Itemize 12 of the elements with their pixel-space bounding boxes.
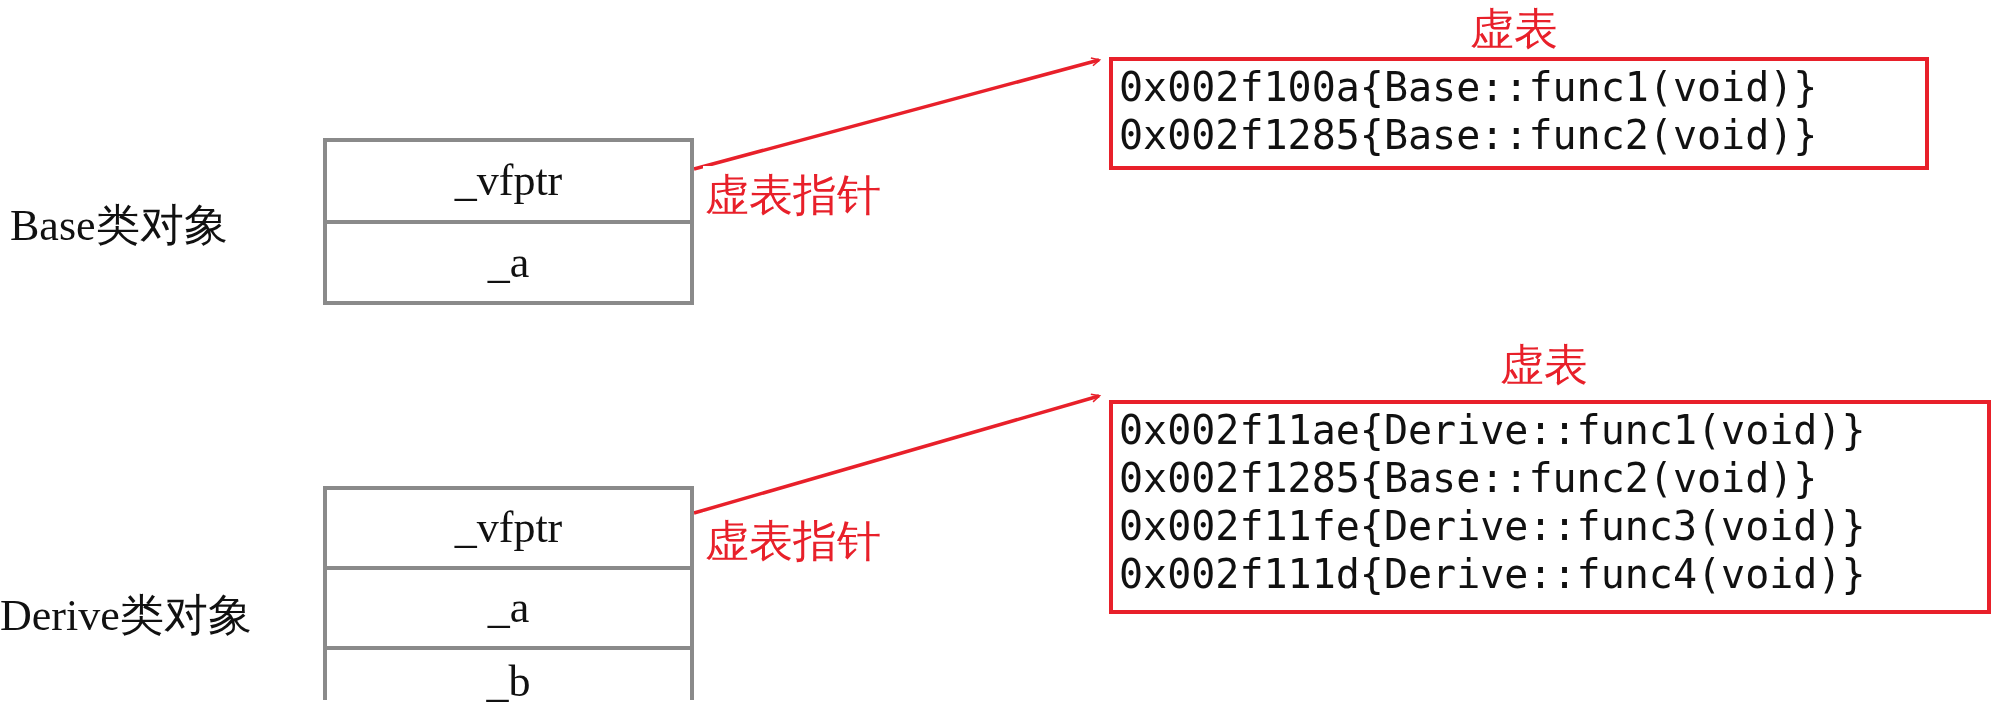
arrow (693, 57, 1101, 171)
table-heading: 虚表 (1500, 340, 1588, 392)
code-line: 0x002f111d{Derive::func4(void)} (1119, 550, 1867, 598)
object-label: Base类对象 (10, 200, 228, 252)
code-line: 0x002f1285{Base::func2(void)} (1119, 111, 1819, 159)
code-line: 0x002f11fe{Derive::func3(void)} (1119, 502, 1867, 550)
code-line: 0x002f11ae{Derive::func1(void)} (1119, 406, 1867, 454)
object-label: Derive类对象 (0, 590, 252, 642)
arrow (693, 393, 1101, 515)
code-line: 0x002f100a{Base::func1(void)} (1119, 63, 1819, 111)
code-line: 0x002f1285{Base::func2(void)} (1119, 454, 1819, 502)
table-heading: 虚表 (1470, 4, 1558, 56)
